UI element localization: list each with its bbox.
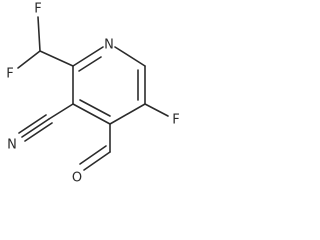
bond-c4-c3-inner [79,99,111,117]
bond-c5-c4 [109,103,146,125]
bond-c7-f-left [17,50,41,69]
atom-f-ring: F [172,113,179,128]
bond-cho-o-2 [79,145,107,165]
bond-n1-c6 [114,46,146,67]
bond-c3-cn [48,103,74,120]
bond-c5-f [144,103,169,117]
atom-f-top: F [34,2,41,17]
atom-n-ring: N [104,38,114,53]
atom-f-left: F [6,67,13,82]
bond-c7-f-top [37,16,41,52]
bond-c4-c3 [72,103,111,125]
bond-cho-o-1 [83,151,111,171]
bond-c2-n1-inner [78,56,102,72]
bond-nitrile-2 [18,114,47,134]
bond-nitrile-1 [21,118,50,138]
bond-c2-n1 [72,46,104,67]
bond-c2-c7 [39,50,74,67]
bond-nitrile-3 [24,122,53,142]
chemical-structure: F F N F N O [6,2,179,186]
atom-n-nitrile: N [7,138,17,153]
atom-o-aldehyde: O [72,171,82,186]
